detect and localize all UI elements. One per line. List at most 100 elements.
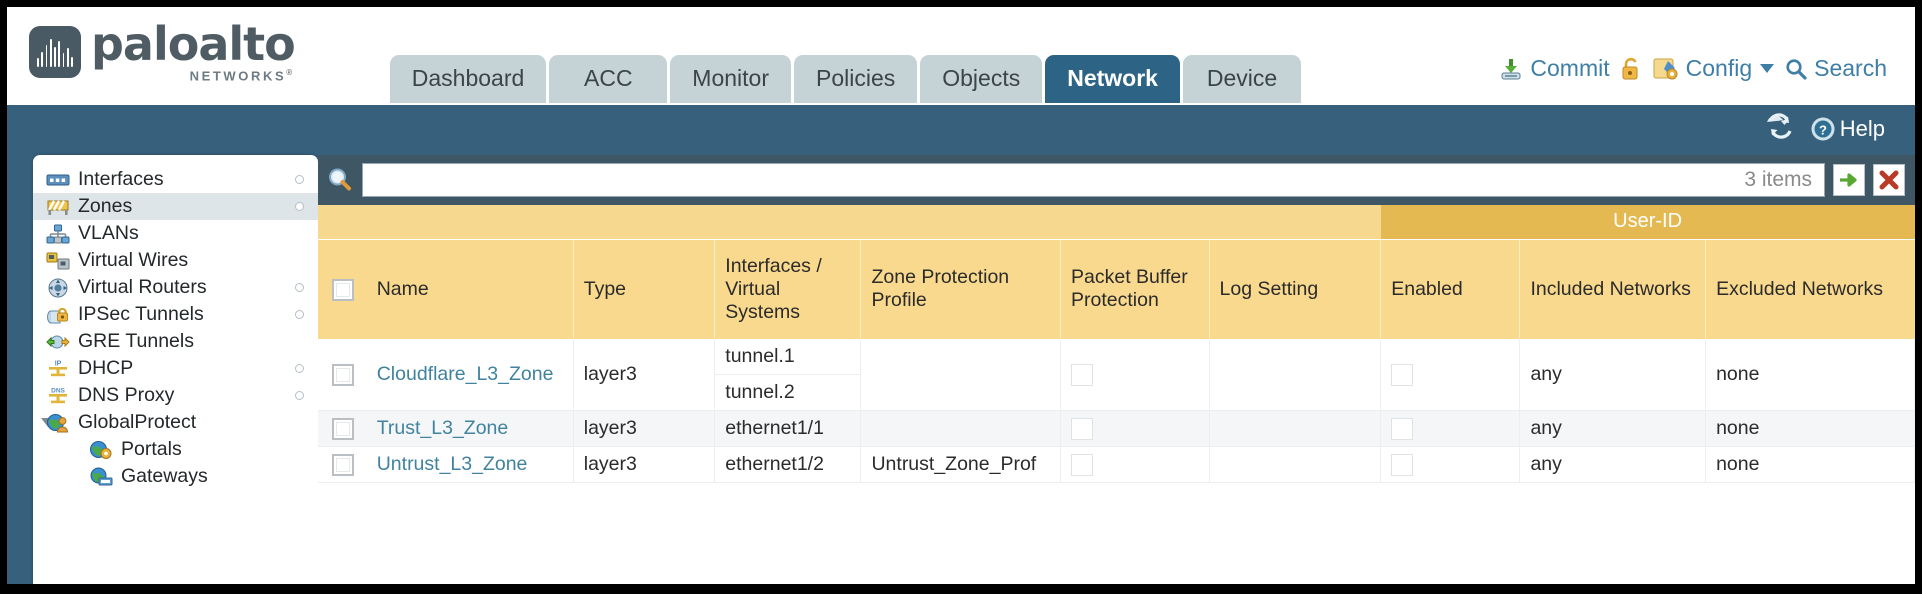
zones-icon: [46, 197, 70, 217]
item-count-label: 3 items: [1744, 168, 1812, 191]
config-icon: [1653, 58, 1678, 79]
sidebar-item-vlans[interactable]: VLANs: [33, 220, 318, 247]
zone-name-link[interactable]: Untrust_L3_Zone: [376, 453, 528, 475]
column-header-enabled[interactable]: Enabled: [1380, 239, 1521, 339]
packet-buffer-protection-checkbox[interactable]: [1071, 417, 1094, 440]
sidebar-label-globalprotect: GlobalProtect: [78, 411, 197, 433]
table-header-row: Name Type Interfaces / Virtual Systems Z…: [318, 239, 1915, 339]
packet-buffer-protection-checkbox[interactable]: [1071, 453, 1094, 476]
cell-log-setting: [1209, 446, 1382, 483]
cell-name: Trust_L3_Zone: [366, 410, 574, 447]
search-icon[interactable]: [326, 166, 354, 194]
cell-included-networks: any: [1519, 339, 1707, 411]
cell-userid-enabled: [1380, 339, 1521, 411]
svg-text:DNS: DNS: [51, 387, 65, 394]
chevron-down-icon[interactable]: [1760, 64, 1775, 73]
sidebar-item-ipsec-tunnels[interactable]: IPSec Tunnels: [33, 301, 318, 328]
tab-network[interactable]: Network: [1045, 55, 1180, 103]
sidebar-item-virtual-wires[interactable]: Virtual Wires: [33, 247, 318, 274]
sidebar-item-globalprotect[interactable]: GlobalProtect: [33, 409, 318, 436]
table-row[interactable]: Trust_L3_Zone layer3 ethernet1/1 any: [318, 410, 1915, 447]
tab-objects[interactable]: Objects: [920, 55, 1043, 103]
tab-dashboard[interactable]: Dashboard: [389, 55, 547, 103]
search-input[interactable]: [375, 169, 1745, 191]
cell-excluded-networks: none: [1705, 410, 1915, 447]
sidebar-item-dns-proxy[interactable]: DNS DNS Proxy: [33, 382, 318, 409]
svg-text:IP: IP: [55, 360, 62, 367]
config-menu[interactable]: Config: [1652, 55, 1775, 82]
cell-type: layer3: [573, 339, 716, 411]
userid-enabled-checkbox[interactable]: [1391, 363, 1414, 386]
brand-registered-mark: ®: [286, 68, 295, 77]
row-checkbox[interactable]: [332, 453, 354, 476]
sidebar-label-virtual-wires: Virtual Wires: [78, 249, 189, 271]
table-row-continuation[interactable]: tunnel.2: [318, 374, 1915, 411]
cell-packet-buffer-protection: [1060, 446, 1210, 483]
sidebar-status-dot: [295, 364, 304, 373]
column-header-log-setting[interactable]: Log Setting: [1209, 239, 1382, 339]
tab-monitor[interactable]: Monitor: [670, 55, 791, 103]
sidebar-item-interfaces[interactable]: Interfaces: [33, 166, 318, 193]
column-header-packet-buffer-protection[interactable]: Packet Buffer Protection: [1060, 239, 1210, 339]
select-all-checkbox[interactable]: [332, 278, 354, 301]
column-header-zone-protection-profile[interactable]: Zone Protection Profile: [860, 239, 1062, 339]
unlock-icon: [1622, 57, 1638, 79]
sidebar-item-gateways[interactable]: Gateways: [33, 463, 318, 490]
portals-icon: [89, 440, 113, 460]
sidebar-item-virtual-routers[interactable]: Virtual Routers: [33, 274, 318, 301]
cell-excluded-networks: none: [1705, 446, 1915, 483]
sidebar-label-zones: Zones: [78, 195, 133, 217]
dns-proxy-icon: DNS: [46, 386, 70, 406]
sidebar-status-dot: [295, 202, 304, 211]
main-tabs: Dashboard ACC Monitor Policies Objects N…: [389, 55, 1301, 103]
tab-policies[interactable]: Policies: [793, 55, 918, 103]
clear-filter-button[interactable]: [1873, 164, 1905, 196]
userid-enabled-checkbox[interactable]: [1391, 417, 1414, 440]
table-row[interactable]: Untrust_L3_Zone layer3 ethernet1/2 Untru…: [318, 446, 1915, 483]
row-select-cell: [318, 446, 367, 483]
apply-filter-button[interactable]: [1833, 164, 1865, 196]
column-header-type[interactable]: Type: [573, 239, 716, 339]
sidebar-status-dot: [295, 283, 304, 292]
tab-acc[interactable]: ACC: [549, 55, 668, 103]
cell-interface: ethernet1/1: [714, 410, 862, 447]
cell-interface: tunnel.2: [714, 374, 862, 411]
column-header-included-networks[interactable]: Included Networks: [1519, 239, 1707, 339]
sidebar-label-ipsec-tunnels: IPSec Tunnels: [78, 303, 204, 325]
cell-included-networks: any: [1519, 446, 1707, 483]
column-header-interfaces[interactable]: Interfaces / Virtual Systems: [714, 239, 862, 339]
cell-name: Cloudflare_L3_Zone: [366, 339, 574, 411]
row-checkbox[interactable]: [332, 363, 354, 386]
sidebar-item-zones[interactable]: Zones: [33, 193, 318, 220]
left-sidebar: Interfaces Zones: [33, 155, 318, 584]
sidebar-label-interfaces: Interfaces: [78, 168, 164, 190]
tab-device[interactable]: Device: [1182, 55, 1301, 103]
column-header-excluded-networks[interactable]: Excluded Networks: [1705, 239, 1915, 339]
lock-button[interactable]: [1620, 56, 1642, 82]
sub-toolbar: ? Help: [7, 105, 1915, 157]
userid-enabled-checkbox[interactable]: [1391, 453, 1414, 476]
search-button[interactable]: Search: [1784, 55, 1887, 82]
sidebar-item-portals[interactable]: Portals: [33, 436, 318, 463]
row-checkbox[interactable]: [332, 417, 354, 440]
header-actions: Commit Config: [1498, 55, 1887, 82]
cell-zone-protection-profile: [860, 410, 1062, 447]
sidebar-label-dns-proxy: DNS Proxy: [78, 384, 175, 406]
paloalto-logo: paloalto NETWORKS®: [29, 21, 296, 82]
commit-button[interactable]: Commit: [1498, 55, 1610, 82]
content-panel: 3 items: [318, 155, 1915, 584]
app-header: paloalto NETWORKS® Dashboard ACC Monitor…: [7, 7, 1915, 105]
packet-buffer-protection-checkbox[interactable]: [1071, 363, 1094, 386]
sidebar-item-gre-tunnels[interactable]: GRE Tunnels: [33, 328, 318, 355]
cell-type: layer3: [573, 446, 716, 483]
sidebar-label-gre-tunnels: GRE Tunnels: [78, 330, 194, 352]
help-button[interactable]: ? Help: [1810, 116, 1885, 142]
sidebar-item-dhcp[interactable]: IP DHCP: [33, 355, 318, 382]
refresh-button[interactable]: [1766, 113, 1794, 145]
zone-name-link[interactable]: Cloudflare_L3_Zone: [376, 363, 554, 385]
zone-name-link[interactable]: Trust_L3_Zone: [376, 417, 509, 439]
interfaces-icon: [46, 170, 70, 190]
table-row[interactable]: Cloudflare_L3_Zone layer3 tunnel.1 any: [318, 339, 1915, 411]
search-field[interactable]: 3 items: [362, 163, 1825, 197]
column-header-name[interactable]: Name: [366, 239, 574, 339]
